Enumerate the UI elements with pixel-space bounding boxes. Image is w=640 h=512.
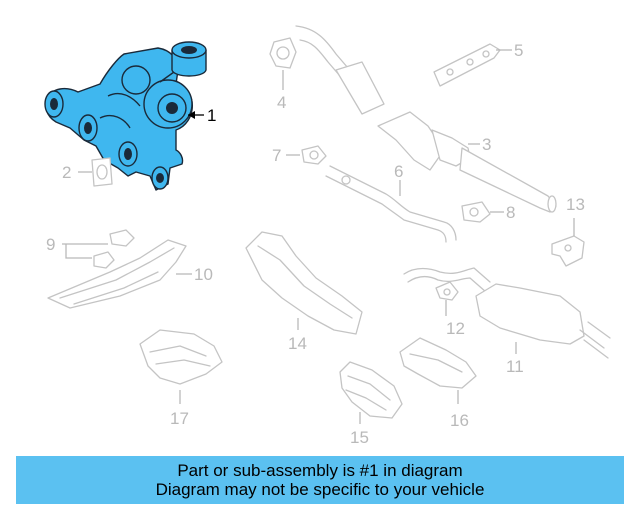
callout-4: 4 <box>277 93 286 112</box>
clamp-part[interactable] <box>301 145 327 165</box>
heat-shield-front-part[interactable] <box>47 239 187 309</box>
gasket-part[interactable] <box>91 157 113 187</box>
tunnel-heat-shield-part[interactable] <box>245 231 363 335</box>
callout-9: 9 <box>46 235 55 254</box>
flange-gasket-part[interactable] <box>269 37 297 69</box>
callout-15: 15 <box>350 428 369 447</box>
callout-6: 6 <box>394 162 403 181</box>
turbocharger-manifold-part[interactable] <box>44 41 207 191</box>
callout-13: 13 <box>566 195 585 214</box>
parts-diagram: 1 2 4 3 5 7 <box>44 25 611 447</box>
callout-16: 16 <box>450 411 469 430</box>
hanger-part[interactable] <box>461 201 491 223</box>
callout-11: 11 <box>506 357 524 376</box>
callout-14: 14 <box>288 334 307 353</box>
callout-1: 1 <box>207 106 216 125</box>
rear-hanger-part[interactable] <box>435 281 459 301</box>
bracket-part[interactable] <box>433 43 501 87</box>
callout-12: 12 <box>446 319 465 338</box>
callout-17: 17 <box>170 409 189 428</box>
rear-bracket-part[interactable] <box>551 235 585 267</box>
info-banner: Part or sub-assembly is #1 in diagram Di… <box>16 456 624 504</box>
callout-3: 3 <box>482 135 491 154</box>
lower-heat-shield-part[interactable] <box>139 329 223 385</box>
muffler-heat-shield-part[interactable] <box>399 337 477 389</box>
callout-7: 7 <box>272 146 281 165</box>
banner-line-1: Part or sub-assembly is #1 in diagram <box>177 461 463 480</box>
muffler-part[interactable] <box>403 267 611 359</box>
clips-part[interactable] <box>93 229 135 269</box>
callout-2: 2 <box>62 163 71 182</box>
intermediate-pipe-part[interactable] <box>325 165 457 243</box>
callout-10: 10 <box>194 265 213 284</box>
callout-8: 8 <box>506 203 515 222</box>
catalytic-converter-part[interactable] <box>295 25 557 213</box>
banner-line-2: Diagram may not be specific to your vehi… <box>155 480 485 499</box>
rear-heat-shield-part[interactable] <box>339 361 403 419</box>
callout-5: 5 <box>514 41 523 60</box>
